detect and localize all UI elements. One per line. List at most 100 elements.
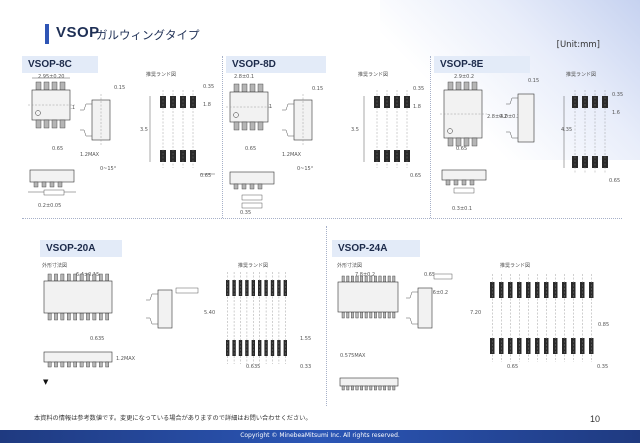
lead-pin — [351, 311, 354, 319]
package-top-view — [226, 83, 272, 131]
package-label-vsop-20a: VSOP-20A — [40, 240, 122, 257]
vsop-24a-drawing — [337, 273, 594, 391]
pin1-marker-icon: ▼ — [43, 378, 49, 386]
lead-pin — [374, 311, 377, 319]
package-side-view — [282, 94, 313, 146]
lead-pin — [387, 275, 391, 283]
dim-label: 5.40 — [204, 310, 216, 316]
lead-pin — [360, 275, 363, 283]
lead-pin — [92, 312, 97, 321]
package-body — [43, 280, 113, 314]
dim-label: 0.35 — [203, 84, 215, 90]
lead-pin — [351, 275, 354, 283]
lead-pin — [73, 273, 77, 282]
package-body — [337, 281, 399, 313]
package-top-view — [440, 81, 487, 147]
footprint-pattern — [226, 272, 287, 364]
lead-pin — [47, 273, 52, 282]
lead-pin — [67, 361, 71, 368]
package-body — [43, 351, 113, 363]
land-pad — [226, 340, 230, 356]
dim-label: 0.575MAX — [340, 353, 366, 359]
vsop-8d-drawing — [226, 83, 410, 209]
lead-pin — [383, 275, 387, 283]
lead-pin — [98, 312, 103, 321]
lead-pin — [73, 312, 77, 321]
lead-pin — [92, 273, 97, 282]
lead-pin — [346, 275, 350, 283]
package-front-view — [43, 351, 113, 368]
lead-pin — [79, 273, 84, 282]
lead-pin — [60, 273, 65, 282]
dim-label: 1.8 — [203, 102, 211, 108]
dim-label: 0.65 — [507, 364, 519, 370]
dim-label: 3.5 — [351, 127, 359, 133]
dim-label: 0.635 — [90, 336, 105, 342]
outline-caption: 外形寸法図 — [42, 263, 68, 269]
lead-pin — [92, 361, 97, 368]
footprint-caption: 推奨ランド図 — [500, 263, 531, 269]
dim-label: 0.35 — [597, 364, 609, 370]
lead-pin — [346, 385, 350, 391]
dim-label: 1.2MAX — [80, 152, 100, 158]
footprint-caption: 推奨ランド図 — [358, 72, 389, 78]
dim-label: 0~15° — [297, 166, 314, 172]
dim-label: 1.6 — [612, 110, 620, 116]
dim-label: 2.9±0.2 — [454, 74, 475, 80]
lead-pin — [387, 311, 391, 319]
dim-label: 0.3±0.1 — [452, 206, 473, 212]
lead-pin — [86, 361, 90, 368]
dim-label: 2.95±0.20 — [38, 74, 65, 80]
package-body — [339, 377, 399, 387]
footprint-pattern — [563, 90, 608, 174]
dim-label: 0.35 — [413, 86, 425, 92]
dim-label: 7.8±0.2 — [355, 272, 376, 278]
lead-pin — [105, 273, 109, 282]
dim-label: 4.0±0.3 — [500, 114, 521, 120]
lead-pin — [341, 385, 345, 391]
footprint-caption: 推奨ランド図 — [566, 72, 597, 78]
lead-pin — [360, 385, 363, 391]
lead-pin — [369, 385, 373, 391]
lead-pin — [54, 312, 58, 321]
footnote: 本資料の情報は参考数値です。変更になっている場合がありますので詳細はお問い合わせ… — [34, 415, 312, 422]
lead-pin — [47, 312, 52, 321]
lead-pin — [369, 275, 373, 283]
land-pad — [277, 340, 281, 356]
vsop-8c-drawing — [28, 77, 215, 196]
lead-pin — [378, 385, 382, 391]
lead-pin — [383, 311, 387, 319]
dim-label: 0.15 — [114, 85, 126, 91]
package-side-view — [80, 94, 111, 146]
lead-pin — [67, 273, 71, 282]
vsop-20a-drawing — [43, 272, 287, 368]
dim-label: 2.8±0.2 — [487, 114, 508, 120]
land-pad — [264, 340, 268, 356]
footprint-pattern — [490, 274, 594, 362]
dim-label: 0.15 — [312, 86, 324, 92]
land-pad — [238, 340, 243, 356]
dim-label: 0.35 — [612, 92, 624, 98]
lead-pin — [364, 385, 368, 391]
lead-pin — [341, 275, 345, 283]
package-side-view — [406, 273, 453, 329]
lead-pin — [346, 311, 350, 319]
package-front-view — [229, 171, 275, 209]
lead-pin — [341, 311, 345, 319]
lead-pin — [351, 385, 354, 391]
corner-gradient — [380, 0, 640, 160]
dim-label: 0.65 — [456, 146, 468, 152]
dim-label: 4.35 — [561, 127, 573, 133]
dim-label: 0.635 — [246, 364, 261, 370]
lead-pin — [60, 312, 65, 321]
title-accent-bar — [45, 24, 49, 44]
divider — [326, 226, 327, 406]
dim-label: 0.65 — [245, 146, 257, 152]
lead-pin — [54, 361, 58, 368]
divider — [430, 56, 431, 218]
package-top-view — [28, 77, 75, 129]
lead-pin — [374, 275, 377, 283]
divider — [22, 218, 622, 219]
lead-pin — [79, 312, 84, 321]
dim-label: 0.85 — [598, 322, 610, 328]
